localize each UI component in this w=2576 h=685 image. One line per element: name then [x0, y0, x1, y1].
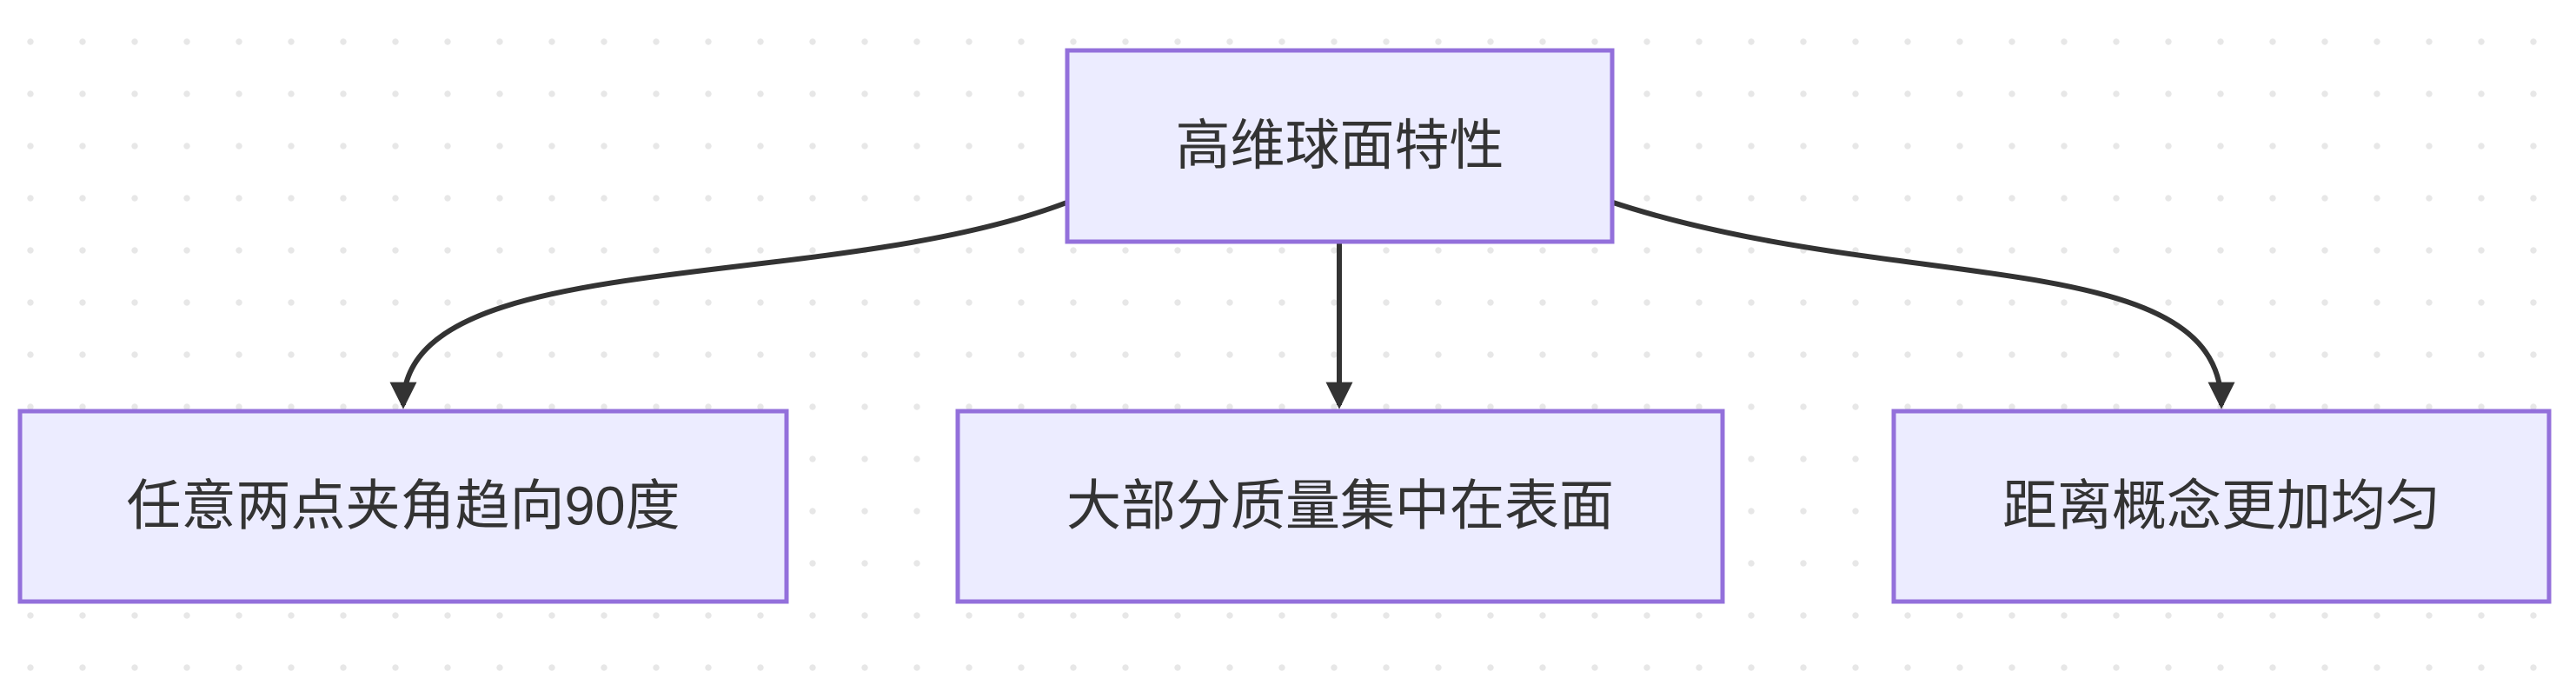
- node-root: 高维球面特性: [1065, 48, 1615, 244]
- node-angle: 任意两点夹角趋向90度: [17, 409, 789, 604]
- node-label-root: 高维球面特性: [1176, 116, 1504, 176]
- node-box-angle: [17, 409, 789, 604]
- node-mass: 大部分质量集中在表面: [955, 409, 1725, 604]
- node-box-mass: [955, 409, 1725, 604]
- node-label-angle: 任意两点夹角趋向90度: [126, 476, 680, 537]
- edge-root-angle: [389, 199, 1071, 409]
- node-distance: 距离概念更加均匀: [1891, 409, 2552, 604]
- edge-root-distance: [1610, 199, 2235, 409]
- node-label-distance: 距离概念更加均匀: [2002, 476, 2440, 537]
- node-box-distance: [1891, 409, 2552, 604]
- node-box-root: [1065, 48, 1615, 244]
- node-label-mass: 大部分质量集中在表面: [1066, 476, 1614, 537]
